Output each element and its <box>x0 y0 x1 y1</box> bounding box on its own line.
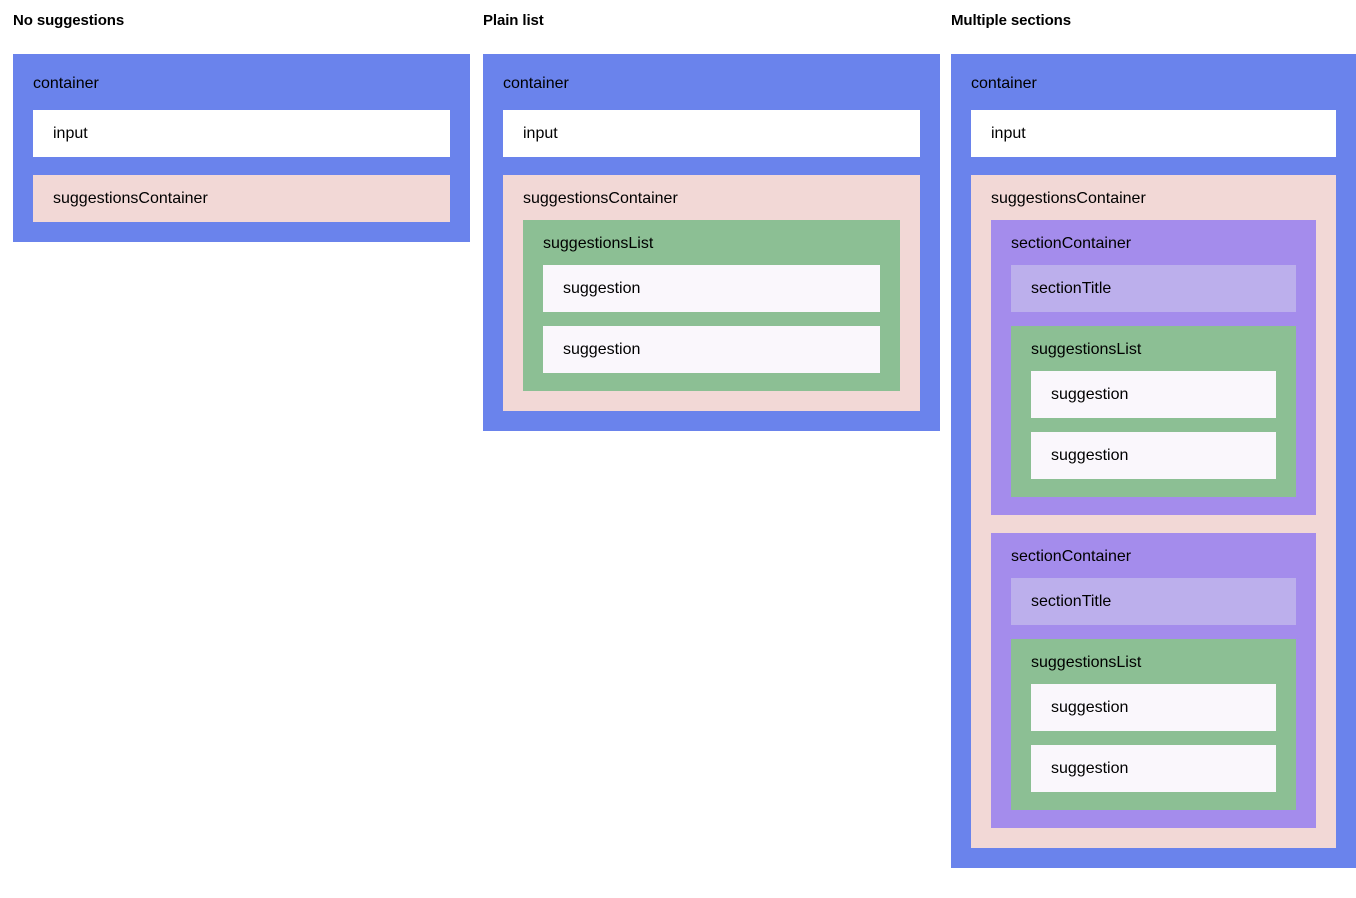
suggestion-item[interactable]: suggestion <box>1031 745 1276 792</box>
suggestions-list-label: suggestionsList <box>1031 654 1142 671</box>
suggestion-item[interactable]: suggestion <box>1031 371 1276 418</box>
suggestion-item[interactable]: suggestion <box>1031 432 1276 479</box>
suggestion-label: suggestion <box>563 280 641 297</box>
section-title-label: sectionTitle <box>1031 593 1112 610</box>
section-title-label: sectionTitle <box>1031 280 1112 297</box>
section-title: sectionTitle <box>1011 265 1296 312</box>
input-label: input <box>53 125 88 142</box>
section-container: sectionContainer sectionTitle suggestion… <box>991 533 1316 828</box>
container: container input suggestionsContainer sug… <box>483 54 940 431</box>
suggestions-list-children: suggestion suggestion <box>1031 684 1276 792</box>
suggestions-container-label: suggestionsContainer <box>991 190 1146 207</box>
input-label: input <box>991 125 1026 142</box>
suggestions-list: suggestionsList suggestion suggestion <box>1011 639 1296 810</box>
column-plain-list: Plain list container input suggestionsCo… <box>470 0 940 431</box>
section-title: sectionTitle <box>1011 578 1296 625</box>
suggestions-list-children: suggestion suggestion <box>543 265 880 373</box>
section-container-label: sectionContainer <box>1011 235 1132 252</box>
container: container input suggestionsContainer sec… <box>951 54 1356 868</box>
suggestions-container: suggestionsContainer sectionContainer se… <box>971 175 1336 848</box>
container-children: input suggestionsContainer sectionContai… <box>971 110 1336 848</box>
suggestion-label: suggestion <box>1051 760 1129 777</box>
suggestion-label: suggestion <box>1051 699 1129 716</box>
container-children: input suggestionsContainer <box>33 110 450 222</box>
column-title: No suggestions <box>13 12 125 29</box>
section-container-children: sectionTitle suggestionsList suggestion <box>1011 265 1296 497</box>
container: container input suggestionsContainer <box>13 54 470 242</box>
container-label: container <box>971 75 1037 92</box>
suggestion-item[interactable]: suggestion <box>1031 684 1276 731</box>
input-label: input <box>523 125 558 142</box>
suggestions-list-children: suggestion suggestion <box>1031 371 1276 479</box>
suggestions-container: suggestionsContainer suggestionsList sug… <box>503 175 920 411</box>
column-multiple-sections: Multiple sections container input sugges… <box>940 0 1356 868</box>
input[interactable]: input <box>33 110 450 157</box>
suggestions-list-label: suggestionsList <box>1031 341 1142 358</box>
suggestion-label: suggestion <box>563 341 641 358</box>
suggestions-container: suggestionsContainer <box>33 175 450 222</box>
column-title: Multiple sections <box>951 12 1071 29</box>
container-label: container <box>33 75 99 92</box>
column-no-suggestions: No suggestions container input suggestio… <box>0 0 470 242</box>
input[interactable]: input <box>971 110 1336 157</box>
suggestions-container-children: sectionContainer sectionTitle suggestion… <box>991 220 1316 828</box>
suggestions-container-children: suggestionsList suggestion suggestion <box>523 220 900 391</box>
columns-row: No suggestions container input suggestio… <box>0 0 1356 868</box>
container-label: container <box>503 75 569 92</box>
suggestion-item[interactable]: suggestion <box>543 265 880 312</box>
container-children: input suggestionsContainer suggestionsLi… <box>503 110 920 411</box>
suggestions-container-label: suggestionsContainer <box>523 190 678 207</box>
suggestions-list: suggestionsList suggestion suggestion <box>1011 326 1296 497</box>
suggestion-item[interactable]: suggestion <box>543 326 880 373</box>
suggestions-list-label: suggestionsList <box>543 235 654 252</box>
section-container-label: sectionContainer <box>1011 548 1132 565</box>
section-container: sectionContainer sectionTitle suggestion… <box>991 220 1316 515</box>
suggestion-label: suggestion <box>1051 386 1129 403</box>
section-container-children: sectionTitle suggestionsList suggestion <box>1011 578 1296 810</box>
suggestions-container-label: suggestionsContainer <box>53 190 208 207</box>
column-title: Plain list <box>483 12 544 29</box>
suggestions-list: suggestionsList suggestion suggestion <box>523 220 900 391</box>
suggestion-label: suggestion <box>1051 447 1129 464</box>
input[interactable]: input <box>503 110 920 157</box>
